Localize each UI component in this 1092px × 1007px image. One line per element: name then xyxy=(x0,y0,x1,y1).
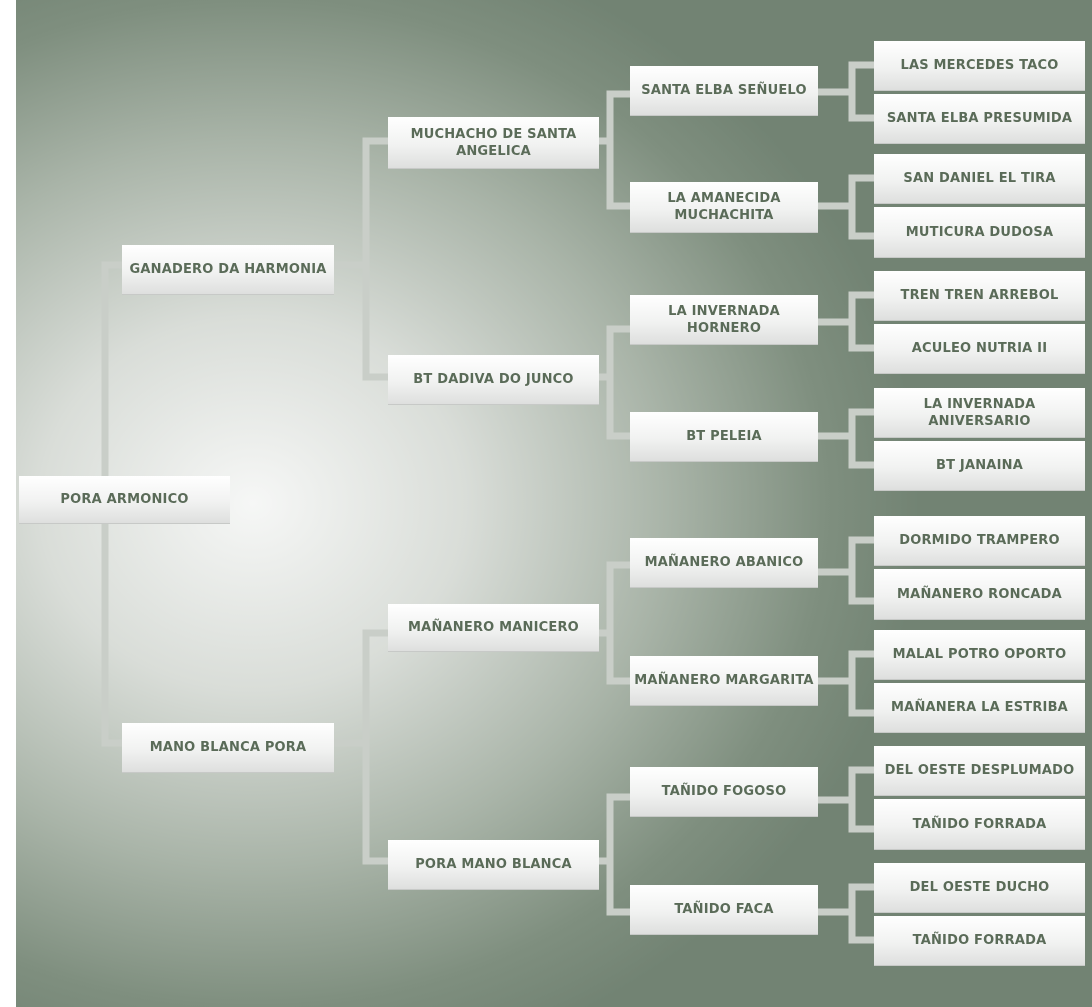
gen4-ancestor-6[interactable]: ACULEO NUTRIA II xyxy=(874,324,1085,374)
gen4-ancestor-3[interactable]: SAN DANIEL EL TIRA xyxy=(874,154,1085,204)
gen3-ancestor-8-name: TAÑIDO FACA xyxy=(674,902,774,917)
gen4-ancestor-3-name: SAN DANIEL EL TIRA xyxy=(903,171,1056,186)
gen3-ancestor-1[interactable]: SANTA ELBA SEÑUELO xyxy=(630,66,818,116)
dam-dam-name: PORA MANO BLANCA xyxy=(415,857,572,872)
gen4-ancestor-2-name: SANTA ELBA PRESUMIDA xyxy=(886,111,1073,126)
gen4-ancestor-5-name: TREN TREN ARREBOL xyxy=(900,288,1059,303)
gen4-ancestor-11-name: MALAL POTRO OPORTO xyxy=(892,647,1067,662)
gen4-ancestor-9[interactable]: DORMIDO TRAMPERO xyxy=(874,516,1085,566)
sire-name: GANADERO DA HARMONIA xyxy=(129,262,327,277)
gen3-ancestor-5[interactable]: MAÑANERO ABANICO xyxy=(630,538,818,588)
gen4-ancestor-9-name: DORMIDO TRAMPERO xyxy=(899,533,1060,548)
gen4-ancestor-4-name: MUTICURA DUDOSA xyxy=(905,224,1054,240)
gen4-ancestor-8-name: BT JANAINA xyxy=(936,458,1023,473)
gen3-ancestor-4-name: BT PELEIA xyxy=(686,429,762,444)
sire[interactable]: GANADERO DA HARMONIA xyxy=(122,245,334,295)
gen4-ancestor-16[interactable]: TAÑIDO FORRADA xyxy=(874,916,1085,966)
gen4-ancestor-15[interactable]: DEL OESTE DUCHO xyxy=(874,863,1085,913)
gen4-ancestor-4[interactable]: MUTICURA DUDOSA xyxy=(874,207,1085,258)
dam-sire-name: MAÑANERO MANICERO xyxy=(408,620,579,635)
gen4-ancestor-5[interactable]: TREN TREN ARREBOL xyxy=(874,271,1085,321)
gen3-ancestor-3[interactable]: LA INVERNADA HORNERO xyxy=(630,295,818,345)
gen3-ancestor-6[interactable]: MAÑANERO MARGARITA xyxy=(630,656,818,706)
sire-sire[interactable]: MUCHACHO DE SANTA ANGELICA xyxy=(388,117,599,169)
gen3-ancestor-7-name: TAÑIDO FOGOSO xyxy=(661,784,787,799)
gen4-ancestor-11[interactable]: MALAL POTRO OPORTO xyxy=(874,630,1085,680)
gen4-ancestor-12[interactable]: MAÑANERA LA ESTRIBA xyxy=(874,683,1085,733)
gen4-ancestor-1[interactable]: LAS MERCEDES TACO xyxy=(874,41,1085,91)
dam-dam[interactable]: PORA MANO BLANCA xyxy=(388,840,599,890)
gen3-ancestor-8[interactable]: TAÑIDO FACA xyxy=(630,885,818,935)
sire-dam-name: BT DADIVA DO JUNCO xyxy=(413,372,574,387)
gen3-ancestor-7[interactable]: TAÑIDO FOGOSO xyxy=(630,767,818,817)
subject-horse[interactable]: PORA ARMONICO xyxy=(19,476,230,524)
gen3-ancestor-1-name: SANTA ELBA SEÑUELO xyxy=(641,83,807,98)
gen4-ancestor-1-name: LAS MERCEDES TACO xyxy=(900,58,1059,73)
gen4-ancestor-2[interactable]: SANTA ELBA PRESUMIDA xyxy=(874,94,1085,144)
gen4-ancestor-6-name: ACULEO NUTRIA II xyxy=(911,341,1048,356)
gen4-ancestor-13[interactable]: DEL OESTE DESPLUMADO xyxy=(874,746,1085,796)
dam-name: MANO BLANCA PORA xyxy=(149,740,307,755)
gen4-ancestor-10[interactable]: MAÑANERO RONCADA xyxy=(874,569,1085,620)
sire-dam[interactable]: BT DADIVA DO JUNCO xyxy=(388,355,599,405)
gen4-ancestor-13-name: DEL OESTE DESPLUMADO xyxy=(884,763,1075,778)
dam-sire[interactable]: MAÑANERO MANICERO xyxy=(388,604,599,652)
gen4-ancestor-8[interactable]: BT JANAINA xyxy=(874,441,1085,491)
gen3-ancestor-3-name: LA INVERNADA HORNERO xyxy=(668,303,780,336)
gen4-ancestor-7-name: LA INVERNADA ANIVERSARIO xyxy=(923,396,1036,429)
gen4-ancestor-16-name: TAÑIDO FORRADA xyxy=(912,933,1047,948)
gen3-ancestor-2[interactable]: LA AMANECIDA MUCHACHITA xyxy=(630,182,818,233)
gen3-ancestor-4[interactable]: BT PELEIA xyxy=(630,412,818,462)
dam[interactable]: MANO BLANCA PORA xyxy=(122,723,334,773)
gen4-ancestor-15-name: DEL OESTE DUCHO xyxy=(909,880,1050,895)
gen4-ancestor-10-name: MAÑANERO RONCADA xyxy=(897,586,1062,602)
gen4-ancestor-12-name: MAÑANERA LA ESTRIBA xyxy=(891,700,1068,715)
gen4-ancestor-7[interactable]: LA INVERNADA ANIVERSARIO xyxy=(874,388,1085,438)
subject-horse-name: PORA ARMONICO xyxy=(60,492,189,507)
gen3-ancestor-5-name: MAÑANERO ABANICO xyxy=(644,555,804,570)
gen3-ancestor-2-name: LA AMANECIDA MUCHACHITA xyxy=(667,191,781,223)
gen4-ancestor-14-name: TAÑIDO FORRADA xyxy=(912,816,1047,832)
sire-sire-name: MUCHACHO DE SANTA ANGELICA xyxy=(410,126,577,159)
gen3-ancestor-6-name: MAÑANERO MARGARITA xyxy=(634,673,814,688)
gen4-ancestor-14[interactable]: TAÑIDO FORRADA xyxy=(874,799,1085,850)
